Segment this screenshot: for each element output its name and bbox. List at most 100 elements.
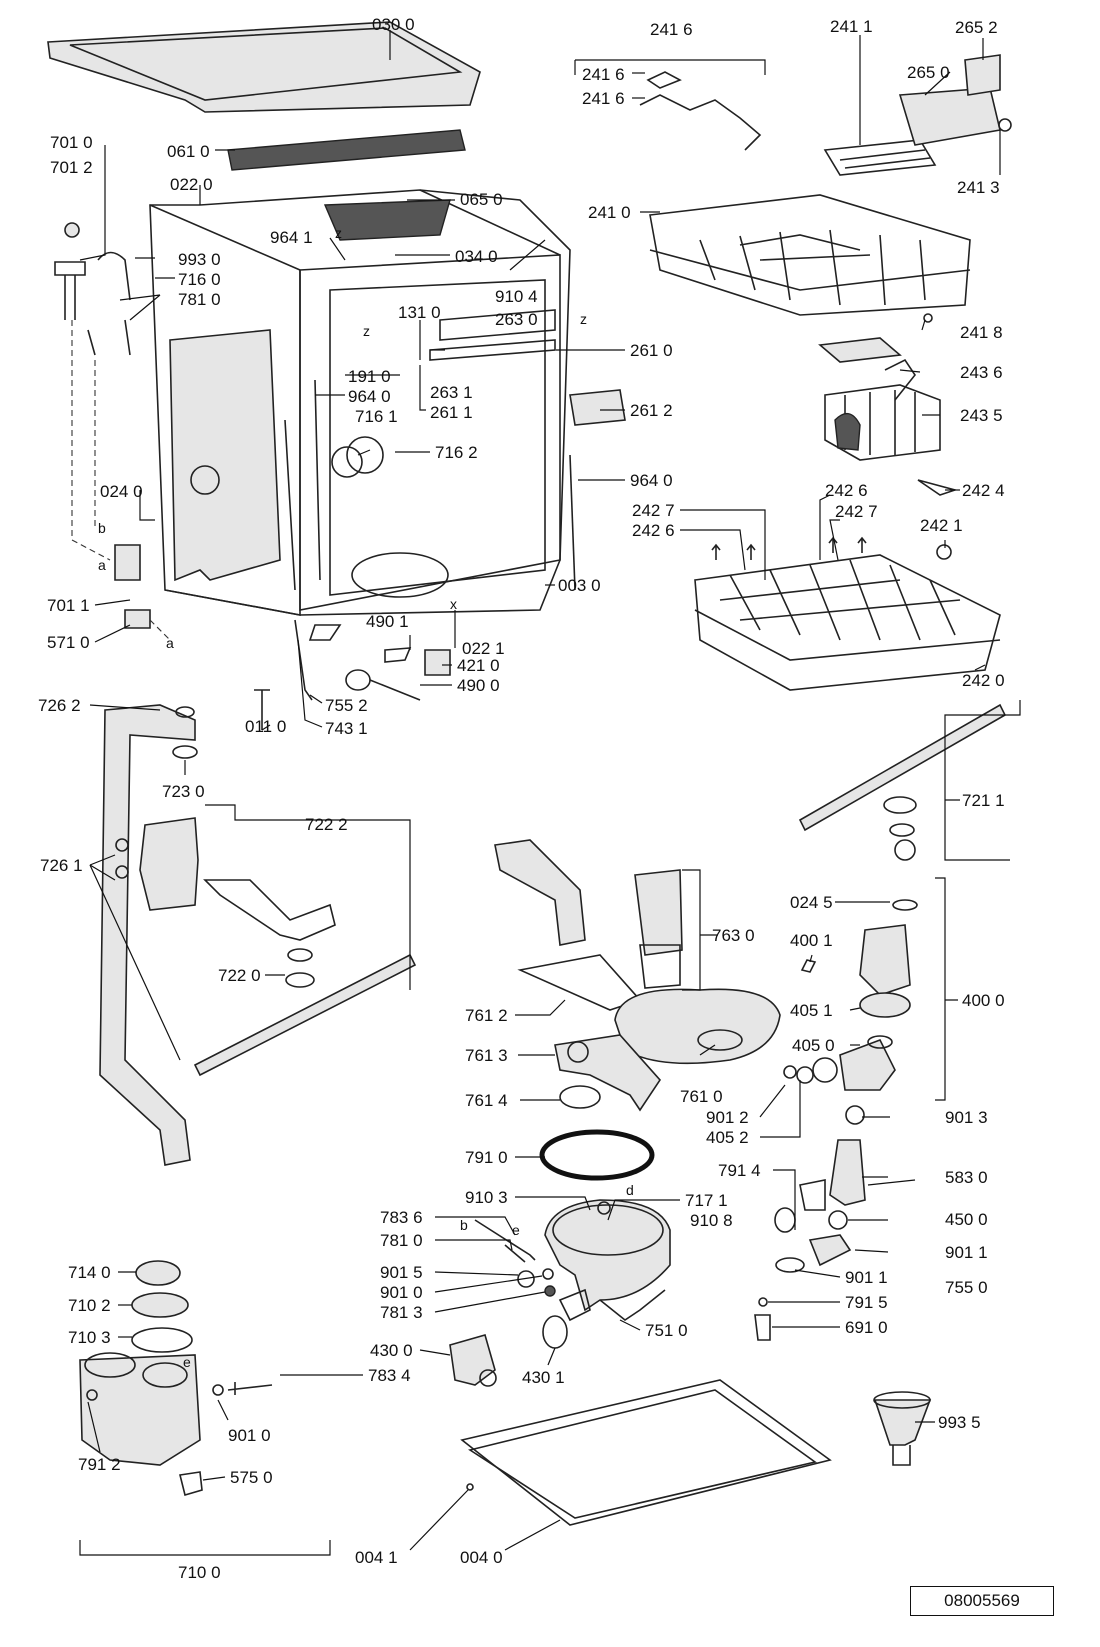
document-reference-number: 08005569 bbox=[910, 1586, 1054, 1616]
part-label: 263 1 bbox=[430, 383, 473, 402]
cutlery-basket bbox=[818, 337, 941, 461]
letter-marker: z bbox=[335, 225, 342, 241]
part-label: 701 1 bbox=[47, 596, 90, 615]
part-label: 242 0 bbox=[962, 671, 1005, 690]
part-label: 964 1 bbox=[270, 228, 313, 247]
part-label: 791 2 bbox=[78, 1455, 121, 1474]
part-label: 430 1 bbox=[522, 1368, 565, 1387]
part-label: 901 0 bbox=[228, 1426, 271, 1445]
part-label: 761 2 bbox=[465, 1006, 508, 1025]
spray-arm-721-1 bbox=[798, 703, 1007, 861]
part-label: 910 4 bbox=[495, 287, 538, 306]
part-label: 242 1 bbox=[920, 516, 963, 535]
part-label: 034 0 bbox=[455, 247, 498, 266]
part-label: 755 0 bbox=[945, 1278, 988, 1297]
part-label: 691 0 bbox=[845, 1318, 888, 1337]
top-cover-030-0 bbox=[47, 21, 481, 113]
part-label: 791 0 bbox=[465, 1148, 508, 1167]
part-label: 583 0 bbox=[945, 1168, 988, 1187]
part-label: 024 5 bbox=[790, 893, 833, 912]
part-label: 400 1 bbox=[790, 931, 833, 950]
part-label: 265 0 bbox=[907, 63, 950, 82]
part-label: 400 0 bbox=[962, 991, 1005, 1010]
part-label: 910 8 bbox=[690, 1211, 733, 1230]
part-label: 722 0 bbox=[218, 966, 261, 985]
part-label: 490 1 bbox=[366, 612, 409, 631]
part-labels: 030 0 061 0 022 0 065 0 964 1 034 0 910 … bbox=[38, 15, 1005, 1582]
part-label: 964 0 bbox=[348, 387, 391, 406]
letter-marker: e bbox=[183, 1354, 191, 1370]
part-label: 243 5 bbox=[960, 406, 1003, 425]
part-label: 241 6 bbox=[582, 89, 625, 108]
part-label: 791 4 bbox=[718, 1161, 761, 1180]
part-label: 405 1 bbox=[790, 1001, 833, 1020]
part-label: 993 0 bbox=[178, 250, 221, 269]
part-label: 003 0 bbox=[558, 576, 601, 595]
part-label: 030 0 bbox=[372, 15, 415, 34]
part-label: 761 3 bbox=[465, 1046, 508, 1065]
part-label: 755 2 bbox=[325, 696, 368, 715]
part-label: 714 0 bbox=[68, 1263, 111, 1282]
cutlery-shelf bbox=[639, 54, 1012, 176]
part-label: 716 0 bbox=[178, 270, 221, 289]
letter-marker: a bbox=[166, 635, 174, 651]
part-label: 191 0 bbox=[348, 367, 391, 386]
funnel-993-5 bbox=[873, 1391, 932, 1466]
part-label: 243 6 bbox=[960, 363, 1003, 382]
part-label: 131 0 bbox=[398, 303, 441, 322]
part-label: 004 1 bbox=[355, 1548, 398, 1567]
part-label: 022 1 bbox=[462, 639, 505, 658]
letter-marker: d bbox=[626, 1182, 634, 1198]
part-label: 241 6 bbox=[582, 65, 625, 84]
letter-marker: b bbox=[460, 1217, 468, 1233]
part-label: 761 4 bbox=[465, 1091, 508, 1110]
part-label: 022 0 bbox=[170, 175, 213, 194]
part-label: 791 5 bbox=[845, 1293, 888, 1312]
part-label: 241 0 bbox=[588, 203, 631, 222]
part-label: 261 1 bbox=[430, 403, 473, 422]
part-label: 910 3 bbox=[465, 1188, 508, 1207]
part-label: 763 0 bbox=[712, 926, 755, 945]
part-label: 710 3 bbox=[68, 1328, 111, 1347]
part-label: 783 4 bbox=[368, 1366, 411, 1385]
part-label: 405 2 bbox=[706, 1128, 749, 1147]
part-label: 781 0 bbox=[178, 290, 221, 309]
part-label: 571 0 bbox=[47, 633, 90, 652]
salt-container-710 bbox=[79, 1260, 273, 1497]
spray-arm-722 bbox=[139, 817, 417, 1077]
upper-basket-241-0 bbox=[649, 194, 971, 323]
part-label: 901 1 bbox=[845, 1268, 888, 1287]
part-label: 964 0 bbox=[630, 471, 673, 490]
part-label: 723 0 bbox=[162, 782, 205, 801]
drain-parts bbox=[449, 1219, 591, 1387]
part-label: 721 1 bbox=[962, 791, 1005, 810]
letter-marker: z bbox=[580, 311, 587, 327]
letter-marker: a bbox=[98, 557, 106, 573]
part-label: 265 2 bbox=[955, 18, 998, 37]
part-label: 993 5 bbox=[938, 1413, 981, 1432]
part-label: 783 6 bbox=[380, 1208, 423, 1227]
part-label: 242 7 bbox=[632, 501, 675, 520]
part-label: 430 0 bbox=[370, 1341, 413, 1360]
leader-lines bbox=[79, 30, 1021, 1556]
part-label: 716 1 bbox=[355, 407, 398, 426]
part-label: 261 2 bbox=[630, 401, 673, 420]
letter-markers: z z z x b a a e b d e bbox=[98, 225, 634, 1370]
lower-basket-242-0 bbox=[694, 479, 1001, 691]
hoses-701 bbox=[54, 222, 171, 641]
part-label: 405 0 bbox=[792, 1036, 835, 1055]
part-label: 901 1 bbox=[945, 1243, 988, 1262]
part-label: 242 4 bbox=[962, 481, 1005, 500]
spray-pipe-726 bbox=[99, 704, 198, 1166]
part-label: 450 0 bbox=[945, 1210, 988, 1229]
part-label: 004 0 bbox=[460, 1548, 503, 1567]
cabinet-frame bbox=[149, 189, 626, 616]
part-label: 263 0 bbox=[495, 310, 538, 329]
part-label: 575 0 bbox=[230, 1468, 273, 1487]
part-label: 781 0 bbox=[380, 1231, 423, 1250]
part-label: 726 1 bbox=[40, 856, 83, 875]
letter-marker: e bbox=[512, 1222, 520, 1238]
part-label: 024 0 bbox=[100, 482, 143, 501]
part-label: 710 0 bbox=[178, 1563, 221, 1582]
